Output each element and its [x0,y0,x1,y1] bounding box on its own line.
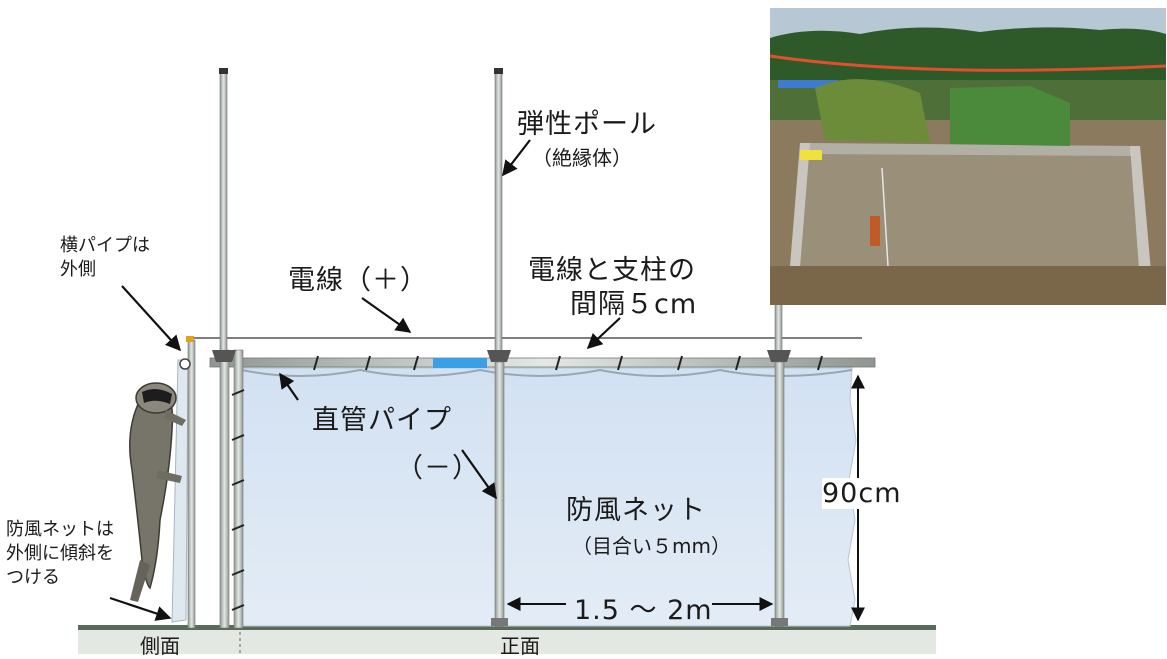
label-wire-plus: 電線（＋） [288,265,428,296]
label-spacing: 1.5 ～ 2m [574,595,713,626]
field-fence-photo [770,8,1166,305]
label-insulator: （絶縁体） [532,146,632,170]
elastic-pole-center [487,68,511,362]
label-wire-gap-1: 電線と支柱の [528,255,696,286]
elastic-pole-left [212,68,236,362]
callout-arrows [109,139,621,621]
straight-pipe [209,355,876,371]
elastic-pole-right [767,299,791,362]
pipe-joint-marker [433,358,487,368]
label-side-view: 側面 [140,634,180,658]
ground [78,625,936,654]
side-view-poles [179,336,245,629]
label-straight-pipe: 直管パイプ [312,405,452,436]
label-windbreak-net: 防風ネット [566,495,706,526]
label-wire-gap-2: 間隔５cm [570,289,698,320]
label-front-view: 正面 [500,634,540,658]
windbreak-net-front [241,367,857,627]
label-mesh-size: （目合い５mm） [572,534,731,558]
label-height: 90cm [822,478,902,509]
label-horizontal-pipe-note: 横パイプは 外側 [60,235,150,280]
label-elastic-pole: 弾性ポール [517,109,657,140]
raccoon-illustration [129,382,186,602]
label-pipe-minus: （－） [396,453,480,484]
label-net-slant-note: 防風ネットは 外側に傾斜を つける [6,519,114,588]
